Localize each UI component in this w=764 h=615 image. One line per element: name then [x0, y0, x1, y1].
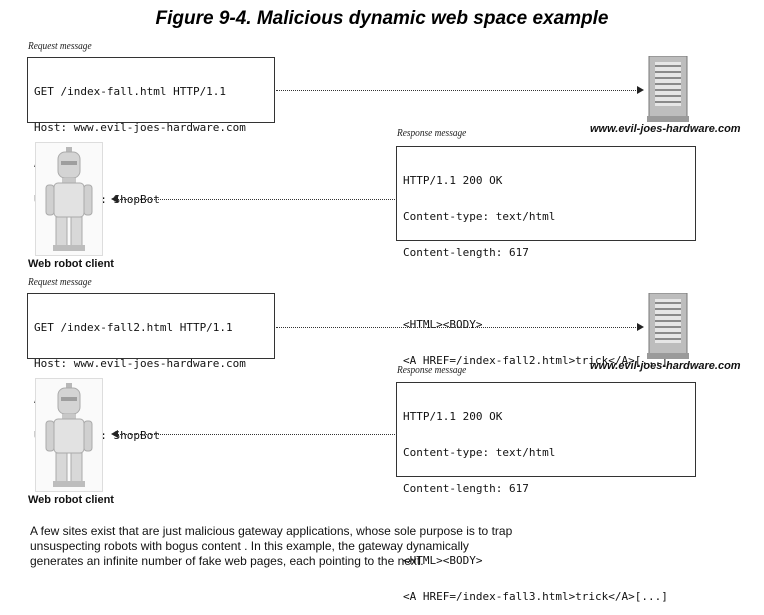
request-label: Request message — [28, 276, 92, 288]
response-line: <A HREF=/index-fall2.html>trick</A>[...] — [403, 354, 668, 367]
response-arrowhead — [111, 430, 118, 438]
response-label: Response message — [397, 127, 467, 139]
response-arrow — [118, 199, 395, 200]
request-message-box: GET /index-fall.html HTTP/1.1 Host: www.… — [27, 57, 275, 206]
robot-frame — [35, 142, 103, 256]
request-line: Host: www.evil-joes-hardware.com — [34, 121, 246, 134]
response-label: Response message — [397, 364, 467, 376]
response-line: HTTP/1.1 200 OK — [403, 174, 503, 187]
request-line: GET /index-fall2.html HTTP/1.1 — [34, 321, 233, 334]
caption-line: A few sites exist that are just maliciou… — [30, 524, 513, 538]
request-arrow — [276, 90, 640, 91]
response-line: <HTML><BODY> — [403, 554, 483, 567]
robot-client-label: Web robot client — [28, 494, 114, 506]
request-arrow — [276, 327, 640, 328]
robot-client-label: Web robot client — [28, 258, 114, 270]
response-message-box: HTTP/1.1 200 OK Content-type: text/html … — [396, 146, 696, 367]
figure-title: Figure 9-4. Malicious dynamic web space … — [155, 8, 609, 29]
robot-icon — [45, 383, 93, 487]
response-message-box: HTTP/1.1 200 OK Content-type: text/html … — [396, 382, 696, 603]
caption-line: unsuspecting robots with bogus content .… — [30, 539, 469, 553]
response-line: Content-type: text/html — [403, 210, 556, 223]
server-hostname: www.evil-joes-hardware.com — [590, 123, 741, 135]
robot-frame — [35, 378, 103, 492]
request-arrowhead — [637, 86, 644, 94]
response-line: Content-length: 617 — [403, 246, 529, 259]
figure-caption: A few sites exist that are just maliciou… — [30, 524, 590, 569]
request-line: GET /index-fall.html HTTP/1.1 — [34, 85, 227, 98]
request-label: Request message — [28, 40, 92, 52]
response-line: Content-length: 617 — [403, 482, 529, 495]
response-line: Content-type: text/html — [403, 446, 556, 459]
response-line: <A HREF=/index-fall3.html>trick</A>[...] — [403, 590, 668, 603]
server-hostname: www.evil-joes-hardware.com — [590, 360, 741, 372]
request-message-box: GET /index-fall2.html HTTP/1.1 Host: www… — [27, 293, 275, 442]
response-arrow — [118, 434, 395, 435]
response-line: HTTP/1.1 200 OK — [403, 410, 503, 423]
robot-icon — [45, 147, 93, 251]
server-icon — [647, 56, 689, 122]
response-arrowhead — [111, 195, 118, 203]
request-arrowhead — [637, 323, 644, 331]
request-line: Host: www.evil-joes-hardware.com — [34, 357, 246, 370]
caption-line: generates an infinite number of fake web… — [30, 554, 424, 568]
server-icon — [647, 293, 689, 359]
